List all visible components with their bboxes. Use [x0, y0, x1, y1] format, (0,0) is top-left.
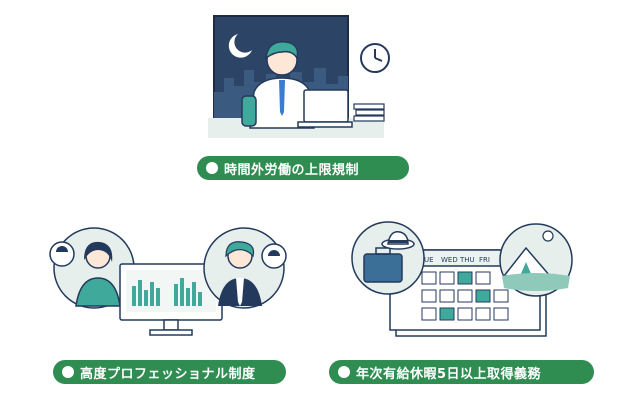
- woman-avatar-icon: [49, 227, 135, 309]
- overtime-label-pill: 時間外労働の上限規制: [197, 156, 409, 180]
- worker-laptop-icon: [208, 41, 385, 138]
- man-avatar-icon: [203, 227, 287, 309]
- professional-illustration: [49, 227, 287, 336]
- overtime-label: 時間外労働の上限規制: [224, 162, 360, 178]
- overtime-illustration: [208, 15, 390, 138]
- tent-icon: [499, 223, 573, 297]
- bullet-icon: [338, 366, 350, 378]
- calendar-day-label: UE: [424, 256, 434, 264]
- professional-label: 高度プロフェッショナル制度: [80, 366, 256, 382]
- calendar-day-label: THU: [459, 256, 475, 264]
- vacation-label-pill: 年次有給休暇5日以上取得義務: [329, 360, 594, 384]
- bullet-icon: [206, 162, 218, 174]
- suitcase-hat-icon: [351, 221, 425, 295]
- calendar-day-label: FRI: [479, 256, 490, 264]
- vacation-illustration: UE WED THU FRI: [351, 221, 573, 337]
- clock-icon: [360, 43, 390, 73]
- professional-label-pill: 高度プロフェッショナル制度: [53, 360, 286, 384]
- vacation-label: 年次有給休暇5日以上取得義務: [356, 366, 542, 382]
- bullet-icon: [62, 366, 74, 378]
- calendar-day-label: WED: [441, 256, 458, 264]
- bar-chart-monitor-icon: [119, 263, 223, 336]
